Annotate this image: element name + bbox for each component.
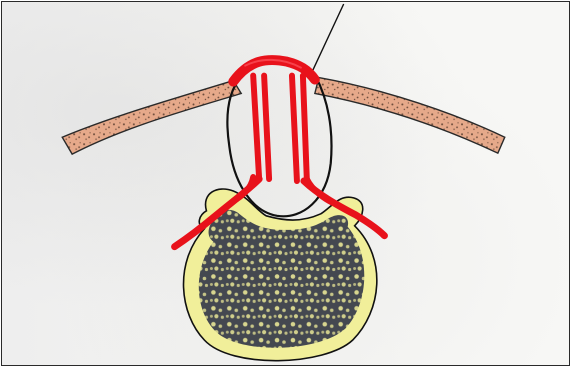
suture-right-vertical-inner bbox=[303, 76, 307, 181]
right-soft-tissue-flap bbox=[315, 78, 505, 154]
bone-marrow bbox=[199, 210, 364, 348]
suture-left-vertical-inner bbox=[264, 76, 269, 179]
suture-right-vertical bbox=[292, 76, 297, 181]
surgical-diagram bbox=[2, 2, 569, 365]
leader-line bbox=[310, 4, 344, 77]
suture-left-vertical bbox=[253, 76, 259, 179]
left-soft-tissue-flap bbox=[62, 81, 241, 155]
